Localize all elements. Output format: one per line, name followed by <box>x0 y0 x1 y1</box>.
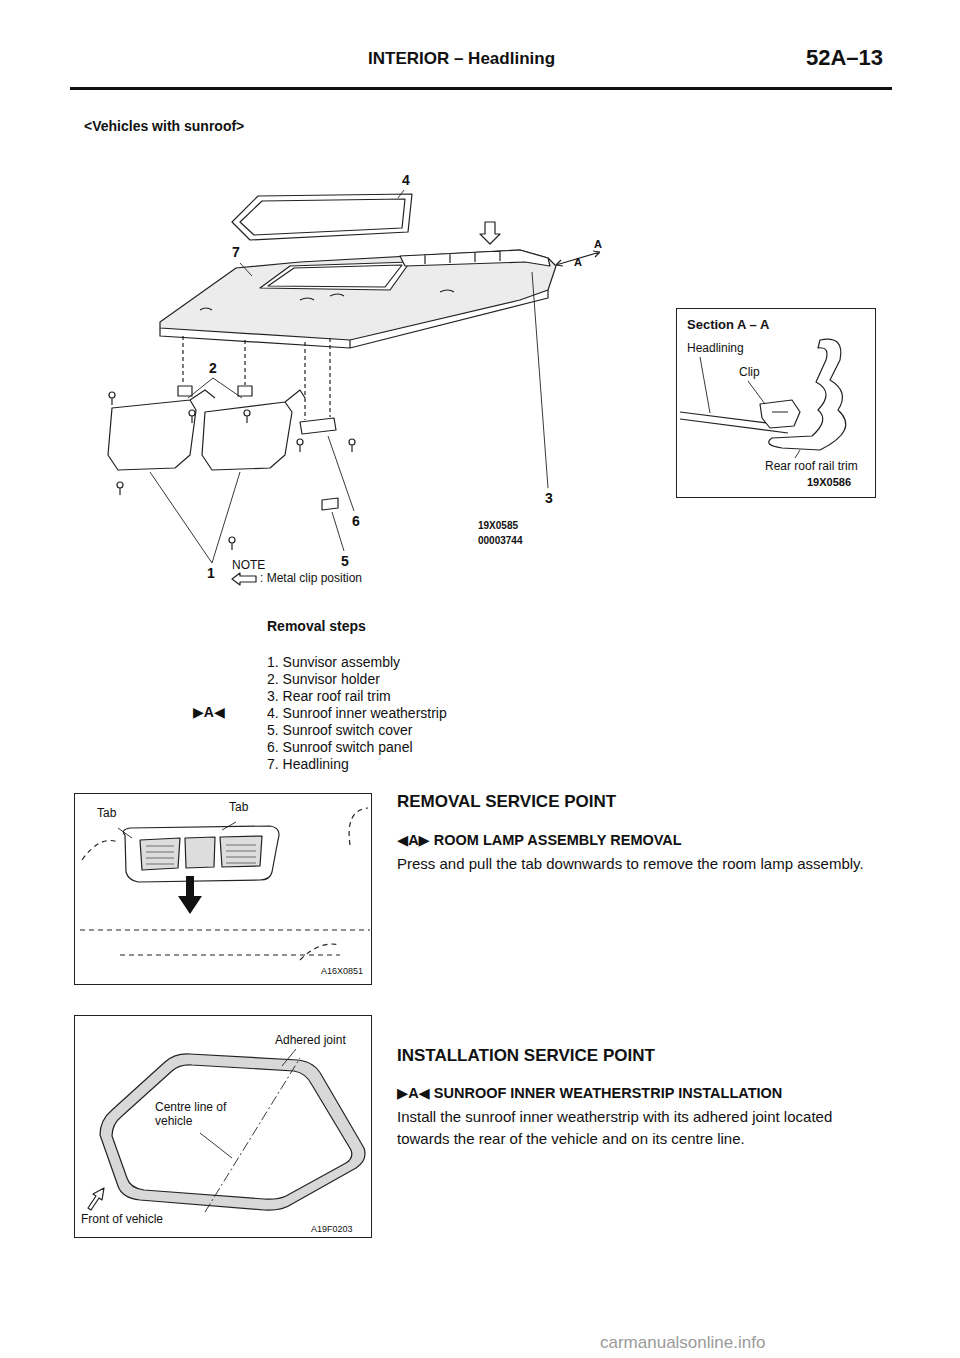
room-lamp-drawing <box>80 808 370 960</box>
rail-trim-section <box>769 339 846 450</box>
headlining-edge <box>160 290 548 348</box>
step-item: 1. Sunvisor assembly <box>267 654 400 670</box>
section-inset: Section A – A HeadliningClipRear roof rai… <box>676 308 876 498</box>
note-text: NOTE <box>232 559 265 573</box>
section-drawing <box>680 339 846 458</box>
part-name: Centre line of vehicle <box>155 1101 247 1129</box>
service-marker: ▶A◀ <box>193 704 225 720</box>
metal-clip-symbol <box>232 573 256 585</box>
lens-grid <box>146 845 256 864</box>
sunvisor-holder <box>178 386 252 396</box>
part-name: Front of vehicle <box>81 1213 163 1227</box>
figure-box: Tab TabA16X0851 <box>74 793 372 985</box>
drawing-code: 19X0586 <box>807 476 851 489</box>
room-lamp <box>123 826 279 882</box>
sunvisor <box>108 390 215 470</box>
callout-number: 3 <box>545 490 553 506</box>
sunroof-switch-cover <box>322 498 338 510</box>
callout-number: 1 <box>207 565 215 581</box>
assembly-line <box>183 336 330 420</box>
step-item: 2. Sunvisor holder <box>267 671 380 687</box>
body-text: Press and pull the tab downwards to remo… <box>397 853 877 875</box>
front-arrow <box>88 1188 104 1210</box>
header-rule <box>70 87 892 90</box>
callout-number: 5 <box>341 553 349 569</box>
sunroof-switch-panel <box>300 418 336 434</box>
callout-number: 6 <box>352 513 360 529</box>
step-item: 4. Sunroof inner weatherstrip <box>267 705 447 721</box>
page-title: INTERIOR – Headlining <box>368 49 555 69</box>
section-marker: A <box>594 238 602 251</box>
callout-number: 4 <box>402 172 410 188</box>
pull-arrow <box>178 876 202 914</box>
callout-number: 7 <box>232 244 240 260</box>
watermark: carmanualsonline.info <box>600 1333 765 1353</box>
leader-line <box>700 357 800 458</box>
sunroof-weatherstrip <box>232 194 412 240</box>
drawing-code: 00003744 <box>478 535 523 547</box>
ceiling-line <box>80 808 370 960</box>
service-heading: REMOVAL SERVICE POINT <box>397 792 616 812</box>
part-name: Tab <box>229 801 248 815</box>
weatherstrip-ring <box>100 1054 365 1210</box>
inset-title: Section A – A <box>687 318 769 333</box>
lamp-lens <box>140 836 262 870</box>
clip-holes <box>200 290 454 310</box>
leader-line <box>150 190 548 563</box>
metal-clip-arrow <box>480 222 500 244</box>
section-marker: A <box>574 256 582 269</box>
sunvisor <box>202 390 305 470</box>
headlining-drawing <box>108 190 600 585</box>
screw-symbol <box>109 392 355 550</box>
step-heading: Removal steps <box>267 618 366 634</box>
rear-roof-rail-trim <box>400 250 550 266</box>
page-number: 52A–13 <box>806 45 883 70</box>
drawing-code: 19X0585 <box>478 520 518 532</box>
weatherstrip-drawing <box>88 1049 365 1212</box>
service-subheading: ▶A◀ SUNROOF INNER WEATHERSTRIP INSTALLAT… <box>397 1085 782 1102</box>
leader-line <box>118 822 236 838</box>
drawing-code: A16X0851 <box>321 966 363 976</box>
sunroof-opening <box>260 262 410 290</box>
section-heading: <Vehicles with sunroof> <box>84 118 244 134</box>
clip-section <box>760 400 800 428</box>
step-item: 7. Headlining <box>267 756 349 772</box>
body-text: Install the sunroof inner weatherstrip w… <box>397 1106 877 1150</box>
step-item: 5. Sunroof switch cover <box>267 722 413 738</box>
part-name: Tab <box>97 807 116 821</box>
service-subheading: ◀A▶ ROOM LAMP ASSEMBLY REMOVAL <box>397 832 682 849</box>
service-heading: INSTALLATION SERVICE POINT <box>397 1046 655 1066</box>
part-name: Adhered joint <box>275 1034 346 1048</box>
centre-line <box>205 1058 300 1212</box>
step-item: 3. Rear roof rail trim <box>267 688 391 704</box>
figure-box: Adhered jointCentre line of vehicleFront… <box>74 1015 372 1238</box>
headlining-panel <box>160 250 556 340</box>
note-text: : Metal clip position <box>260 572 362 586</box>
part-name: Rear roof rail trim <box>765 460 858 474</box>
drawing-code: A19F0203 <box>311 1224 353 1234</box>
step-item: 6. Sunroof switch panel <box>267 739 413 755</box>
callout-number: 2 <box>209 360 217 376</box>
part-name: Clip <box>739 366 760 380</box>
part-name: Headlining <box>687 342 744 356</box>
